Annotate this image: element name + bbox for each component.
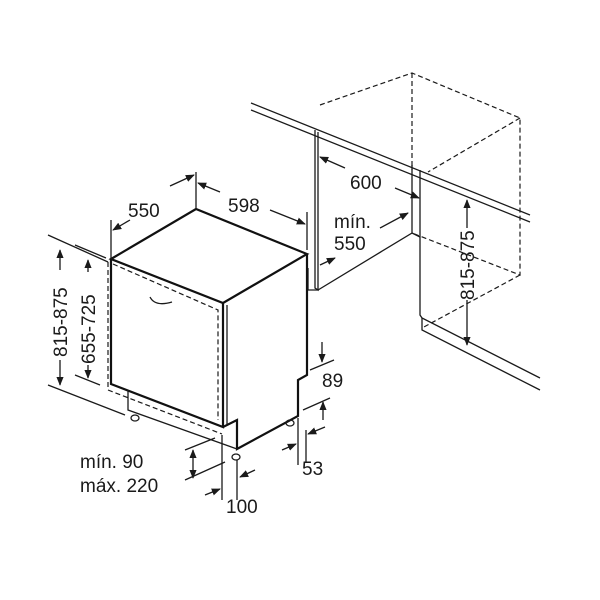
niche-depth-value-label: 550 — [334, 234, 366, 255]
plinth-min-label: mín. 90 — [80, 452, 143, 473]
plinth-depth-label: 100 — [226, 497, 258, 518]
appliance-height-label: 815-875 — [51, 287, 72, 357]
niche-depth-min-label: mín. — [334, 212, 371, 233]
dishwasher — [107, 207, 310, 461]
niche-height-label: 815-875 — [458, 230, 479, 300]
plinth-offset-label: 89 — [322, 371, 343, 392]
width-label: 598 — [228, 196, 260, 217]
door-height-label: 655-725 — [79, 294, 100, 364]
dimension-lines — [47, 156, 471, 500]
niche-width-label: 600 — [350, 173, 382, 194]
depth-label: 550 — [128, 201, 160, 222]
foot-offset-label: 53 — [302, 459, 323, 480]
plinth-max-label: máx. 220 — [80, 476, 158, 497]
countertop — [250, 102, 531, 223]
